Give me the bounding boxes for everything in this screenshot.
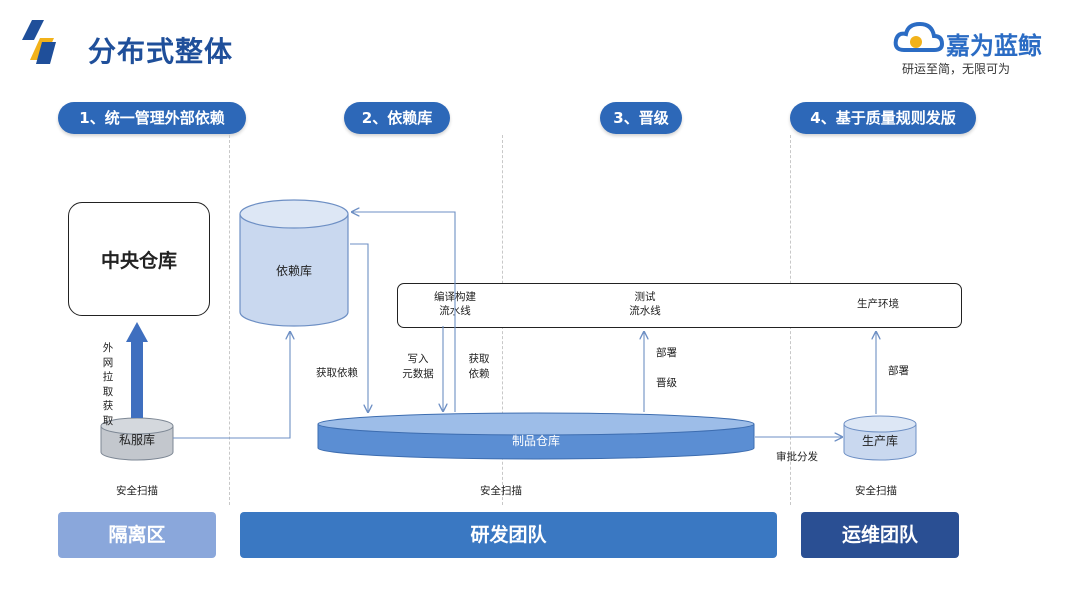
external-pull-label: 外网拉取获取 [102,342,114,427]
dependency-repo-cylinder [239,199,349,327]
artifact-repo-label: 制品仓库 [511,434,560,448]
prod-env-label: 生产环境 [857,298,899,310]
write-metadata-line-2: 元数据 [402,368,434,380]
isolation-zone-band: 隔离区 [58,512,216,558]
separator-1 [229,135,230,505]
central-repo-label: 中央仓库 [100,249,177,272]
pipeline-box [397,283,962,328]
step-2-pill: 2、依赖库 [344,102,450,134]
dependency-to-artifact-arrow [350,243,368,412]
write-metadata-label: 写入 元数据 [398,352,438,382]
tagline: 研运至简，无限可为 [902,62,1011,76]
fetch-dep2-line-2: 依赖 [468,368,490,380]
private-repo-cylinder [100,417,174,461]
brand-mark-icon [22,20,56,64]
test-pipeline-line-1: 测试 [634,291,656,303]
deploy-label: 部署 [656,347,677,359]
ops-team-band: 运维团队 [801,512,959,558]
write-metadata-line-1: 写入 [407,353,429,365]
security-scan-ops: 安全扫描 [855,485,897,497]
test-pipeline-line-2: 流水线 [629,305,661,317]
external-pull-arrow [126,322,148,418]
production-repo-cylinder [843,415,917,461]
production-repo-label: 生产库 [861,434,898,448]
fetch-dependency-label: 获取依赖 [316,367,358,379]
step-4-pill: 4、基于质量规则发版 [790,102,976,134]
central-repo-box: 中央仓库 [68,202,210,316]
promote-label: 晋级 [656,377,677,389]
security-scan-dev: 安全扫描 [480,485,522,497]
private-to-dependency-arrow [173,332,290,439]
test-pipeline-label: 测试 流水线 [610,290,680,318]
logo-text: 嘉为蓝鲸 [946,32,1042,60]
dependency-repo-label: 依赖库 [275,264,312,278]
fetch-dep2-line-1: 获取 [468,353,490,365]
deploy2-label: 部署 [888,365,909,377]
page-title: 分布式整体 [88,35,234,68]
step-1-pill: 1、统一管理外部依赖 [58,102,246,134]
private-repo-label: 私服库 [118,433,155,447]
fetch-dep2-label: 获取 依赖 [462,352,496,382]
security-scan-isolation: 安全扫描 [116,485,158,497]
fetch-dependency-back-arrow [352,212,456,412]
cloud-logo-icon [893,21,944,52]
step-3-pill: 3、晋级 [600,102,682,134]
dev-team-band: 研发团队 [240,512,777,558]
artifact-repo-cylinder [317,412,755,460]
approve-distribute-label: 审批分发 [776,451,818,463]
